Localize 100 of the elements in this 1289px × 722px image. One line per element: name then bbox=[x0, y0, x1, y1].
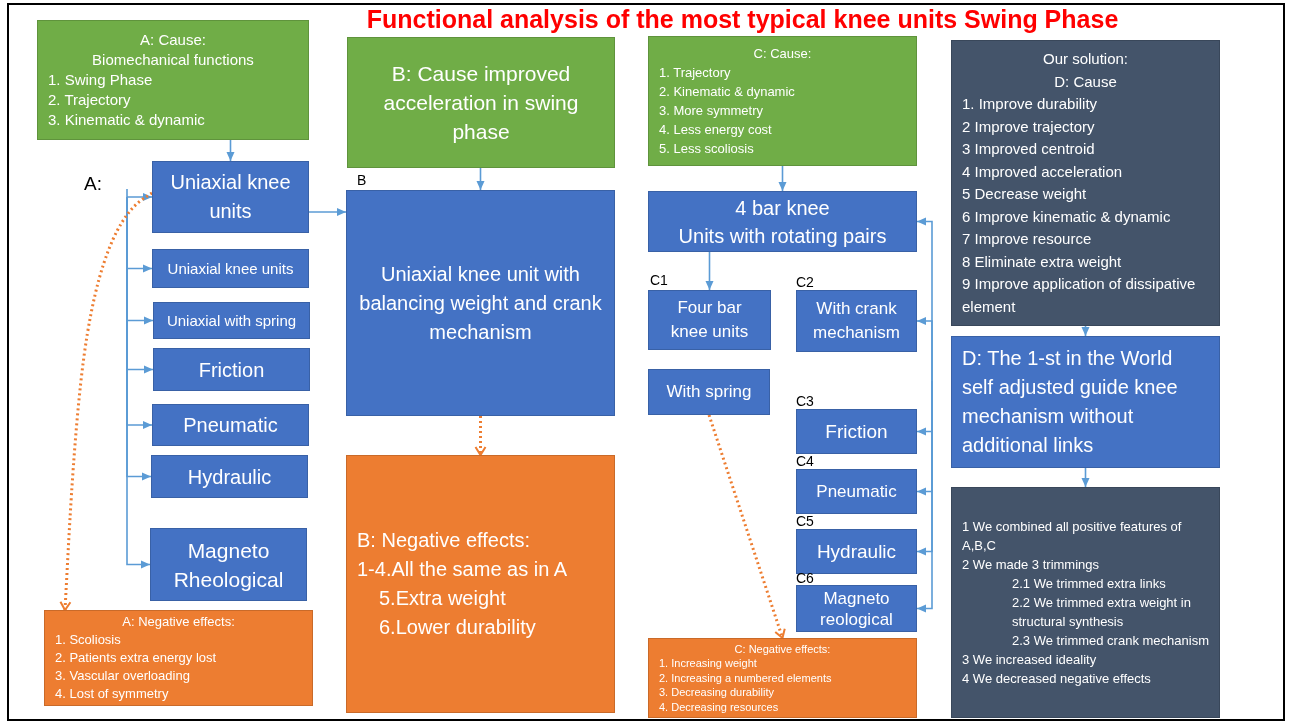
diagram-title: Functional analysis of the most typical knee units Swing Phase bbox=[365, 4, 1120, 35]
list-item: 1. Swing Phase bbox=[48, 70, 154, 90]
arrow bbox=[916, 379, 933, 613]
knee-unit-box bbox=[648, 369, 770, 415]
solution-box bbox=[951, 487, 1220, 718]
box-heading: C: Negative effects: bbox=[733, 641, 832, 657]
box-text: Uniaxial with spring bbox=[165, 311, 298, 330]
box-text: Friction bbox=[197, 357, 266, 383]
box-text: 4 bar knee bbox=[734, 195, 831, 221]
knee-unit-box bbox=[346, 190, 615, 416]
knee-unit-box bbox=[951, 336, 1220, 468]
list-item: 1. Trajectory bbox=[659, 64, 732, 82]
list-item: 4 Improved acceleration bbox=[962, 161, 1124, 182]
box-text: Uniaxial knee unit with balancing weight and crank mechanism bbox=[358, 261, 603, 345]
box-tag: C6 bbox=[796, 570, 814, 586]
list-item: 6.Lower durability bbox=[378, 615, 537, 640]
knee-unit-box bbox=[796, 290, 917, 352]
knee-unit-box bbox=[796, 409, 917, 454]
list-item: 9 Improve application of dissipative element bbox=[962, 274, 1197, 317]
list-item: 3. More symmetry bbox=[659, 102, 764, 120]
dotted-arrow bbox=[707, 414, 786, 639]
list-item: 1. Increasing weight bbox=[659, 656, 758, 671]
knee-unit-box bbox=[153, 348, 310, 391]
solution-box bbox=[951, 40, 1220, 326]
list-item: 2. Increasing a numbered elements bbox=[659, 670, 833, 686]
list-item: 5.Extra weight bbox=[378, 586, 507, 611]
arrow bbox=[705, 251, 714, 291]
list-item: 1 We combined all positive features of A,B,C bbox=[962, 518, 1183, 555]
list-item: 2. Trajectory bbox=[48, 90, 132, 110]
knee-unit-box bbox=[796, 585, 917, 632]
negative-effects-box bbox=[346, 455, 615, 713]
box-text: Units with rotating pairs bbox=[677, 223, 888, 249]
box-heading: Our solution: bbox=[1041, 49, 1129, 69]
box-tag: C5 bbox=[796, 513, 814, 529]
knee-unit-box bbox=[796, 529, 917, 574]
list-item: 2.1 We trimmed extra links bbox=[1011, 575, 1167, 593]
box-text: With spring bbox=[665, 381, 753, 403]
box-tag: C2 bbox=[796, 274, 814, 290]
box-text: Magneto Rheological bbox=[172, 537, 285, 593]
list-item: 2 Improve trajectory bbox=[962, 116, 1096, 137]
list-item: 4. Decreasing resources bbox=[659, 699, 780, 715]
box-text: Pneumatic bbox=[182, 413, 279, 438]
list-item: 5 Decrease weight bbox=[962, 184, 1088, 204]
arrow bbox=[476, 167, 485, 191]
cause-box bbox=[648, 36, 917, 166]
box-tag: A: bbox=[84, 173, 102, 194]
box-text: Four bar knee units bbox=[669, 297, 750, 343]
box-tag: B bbox=[357, 172, 367, 188]
arrow bbox=[778, 165, 787, 192]
box-tag: C4 bbox=[796, 453, 814, 469]
box-heading: Biomechanical functions bbox=[91, 50, 255, 70]
list-item: 4 We decreased negative effects bbox=[962, 670, 1152, 688]
knee-unit-box bbox=[152, 404, 309, 446]
negative-effects-box bbox=[648, 638, 917, 718]
list-item: 7 Improve resource bbox=[962, 229, 1093, 249]
arrow bbox=[1081, 325, 1090, 337]
knee-unit-box bbox=[153, 302, 310, 339]
arrow bbox=[308, 208, 347, 216]
list-item: 1-4.All the same as in A bbox=[357, 557, 569, 582]
dotted-arrow bbox=[474, 416, 487, 456]
list-item: 2. Patients extra energy lost bbox=[55, 649, 218, 667]
list-item: 4. Lost of symmetry bbox=[55, 685, 170, 703]
list-item: 2.3 We trimmed crank mechanism bbox=[1011, 632, 1209, 650]
list-item: 8 Eliminate extra weight bbox=[962, 251, 1123, 272]
list-item: 3. Decreasing durability bbox=[659, 685, 775, 700]
box-text: Uniaxial knee units bbox=[169, 170, 292, 224]
knee-unit-box bbox=[648, 290, 771, 350]
knee-unit-box bbox=[796, 469, 917, 514]
box-heading: D: Cause bbox=[1053, 71, 1118, 92]
negative-effects-box bbox=[44, 610, 313, 706]
list-item: D: The 1-st in the World self adjusted guide knee mechanism without additional links bbox=[962, 346, 1179, 458]
list-item: 2. Kinematic & dynamic bbox=[659, 83, 796, 101]
box-heading: A: Negative effects: bbox=[121, 613, 236, 631]
knee-unit-box bbox=[152, 161, 309, 233]
box-heading: C: Cause: bbox=[752, 45, 813, 63]
list-item: 3. Vascular overloading bbox=[55, 667, 191, 685]
box-text: Hydraulic bbox=[186, 464, 273, 490]
arrow bbox=[126, 196, 151, 569]
list-item: 2.2 We trimmed extra weight in structural synthesis bbox=[1011, 594, 1192, 631]
cause-box bbox=[37, 20, 309, 140]
box-text: B: Cause improved acceleration in swing phase bbox=[382, 61, 580, 145]
list-item: B: Negative effects: bbox=[357, 528, 532, 553]
list-item: 1. Scoliosis bbox=[55, 631, 122, 649]
box-text: Magneto reological bbox=[819, 587, 894, 630]
list-item: 2 We made 3 trimmings bbox=[962, 556, 1101, 574]
box-tag: C3 bbox=[796, 393, 814, 409]
list-item: 1. Improve durability bbox=[962, 94, 1099, 114]
arrow bbox=[126, 188, 153, 201]
box-heading: A: Cause: bbox=[139, 30, 207, 50]
arrow bbox=[1081, 467, 1090, 488]
box-text: Hydraulic bbox=[815, 539, 898, 564]
arrow bbox=[226, 139, 235, 162]
cause-box bbox=[347, 37, 615, 168]
knee-unit-box bbox=[151, 455, 308, 498]
box-text: Friction bbox=[824, 419, 889, 444]
list-item: 3 We increased ideality bbox=[962, 651, 1098, 669]
box-text: With crank mechanism bbox=[812, 298, 901, 344]
box-text: Pneumatic bbox=[815, 480, 898, 503]
knee-unit-box bbox=[152, 249, 309, 288]
box-tag: C1 bbox=[650, 272, 668, 288]
